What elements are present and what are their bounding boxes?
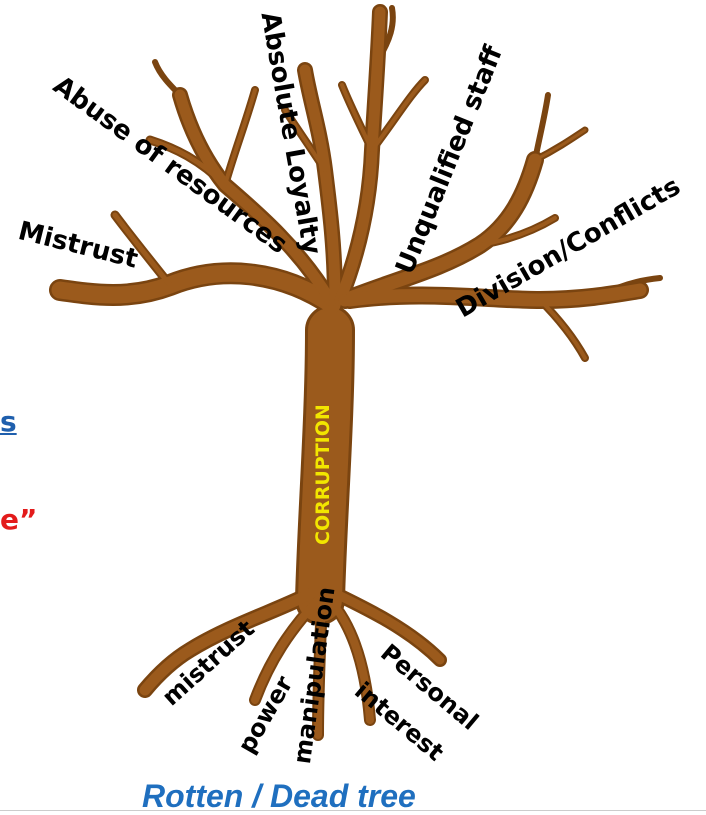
twig: [152, 59, 183, 98]
cropped-blue-text-fragment: s: [0, 405, 17, 438]
cropped-red-text-fragment: e”: [0, 503, 38, 536]
trunk-label: CORRUPTION: [312, 404, 334, 545]
tree-caption: Rotten / Dead tree: [142, 778, 416, 814]
twig: [532, 92, 551, 163]
